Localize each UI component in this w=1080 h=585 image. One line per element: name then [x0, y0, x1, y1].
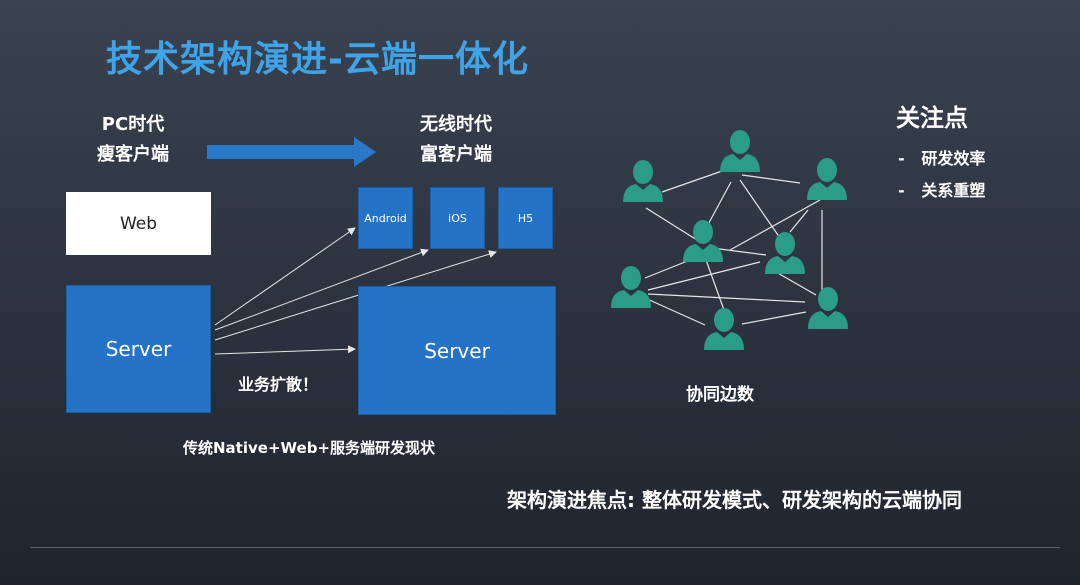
bullet-dash: -: [898, 149, 905, 168]
server-box-right: Server: [358, 286, 556, 415]
server-left-label: Server: [105, 337, 172, 361]
person-icon: [623, 160, 663, 202]
person-icon: [765, 232, 805, 274]
focus-item-efficiency: - 研发效率: [898, 145, 985, 169]
traditional-caption: 传统Native+Web+服务端研发现状: [183, 439, 435, 457]
web-label: Web: [119, 213, 158, 234]
server-right-label: Server: [424, 338, 490, 363]
wireless-era-label: 无线时代 富客户端: [410, 110, 502, 170]
pc-era-label: PC时代 瘦客户端: [88, 110, 178, 170]
pc-era-line1: PC时代: [101, 114, 165, 135]
collab-network-edges: [644, 169, 823, 326]
wireless-era-line2: 富客户端: [420, 144, 492, 165]
footer-divider: [30, 547, 1060, 548]
focus-title: 关注点: [896, 104, 968, 132]
h5-client-box: H5: [498, 187, 553, 249]
arrow-to-server: [214, 345, 356, 355]
arrow-to-h5: [214, 250, 497, 341]
ios-label: iOS: [448, 211, 467, 225]
server-to-client-arrows: [214, 227, 497, 355]
android-client-box: Android: [358, 187, 413, 249]
arrow-to-ios: [214, 248, 429, 331]
evolution-arrow: [207, 137, 376, 167]
web-client-box: Web: [66, 192, 211, 255]
collab-people: [611, 130, 848, 350]
h5-label: H5: [517, 211, 534, 225]
person-icon: [808, 287, 848, 329]
focus-item-relationship: - 关系重塑: [898, 177, 985, 201]
person-icon: [704, 308, 744, 350]
business-expansion-text: 业务扩散！: [238, 375, 319, 394]
arrow-to-android: [214, 227, 356, 326]
pc-era-line2: 瘦客户端: [97, 144, 169, 165]
person-icon: [683, 220, 723, 262]
focus-item-label: 关系重塑: [921, 181, 986, 200]
android-label: Android: [364, 211, 407, 225]
collab-edges-caption: 协同边数: [686, 385, 754, 405]
person-icon: [611, 266, 651, 308]
focus-item-label: 研发效率: [921, 149, 986, 168]
ios-client-box: iOS: [430, 187, 485, 249]
slide-title: 技术架构演进-云端一体化: [106, 39, 529, 80]
bullet-dash: -: [898, 181, 905, 200]
summary-text: 架构演进焦点: 整体研发模式、研发架构的云端协同: [507, 488, 962, 512]
wireless-era-line1: 无线时代: [420, 114, 492, 135]
person-icon: [807, 158, 847, 200]
person-icon: [720, 130, 760, 172]
server-box-left: Server: [66, 285, 211, 413]
